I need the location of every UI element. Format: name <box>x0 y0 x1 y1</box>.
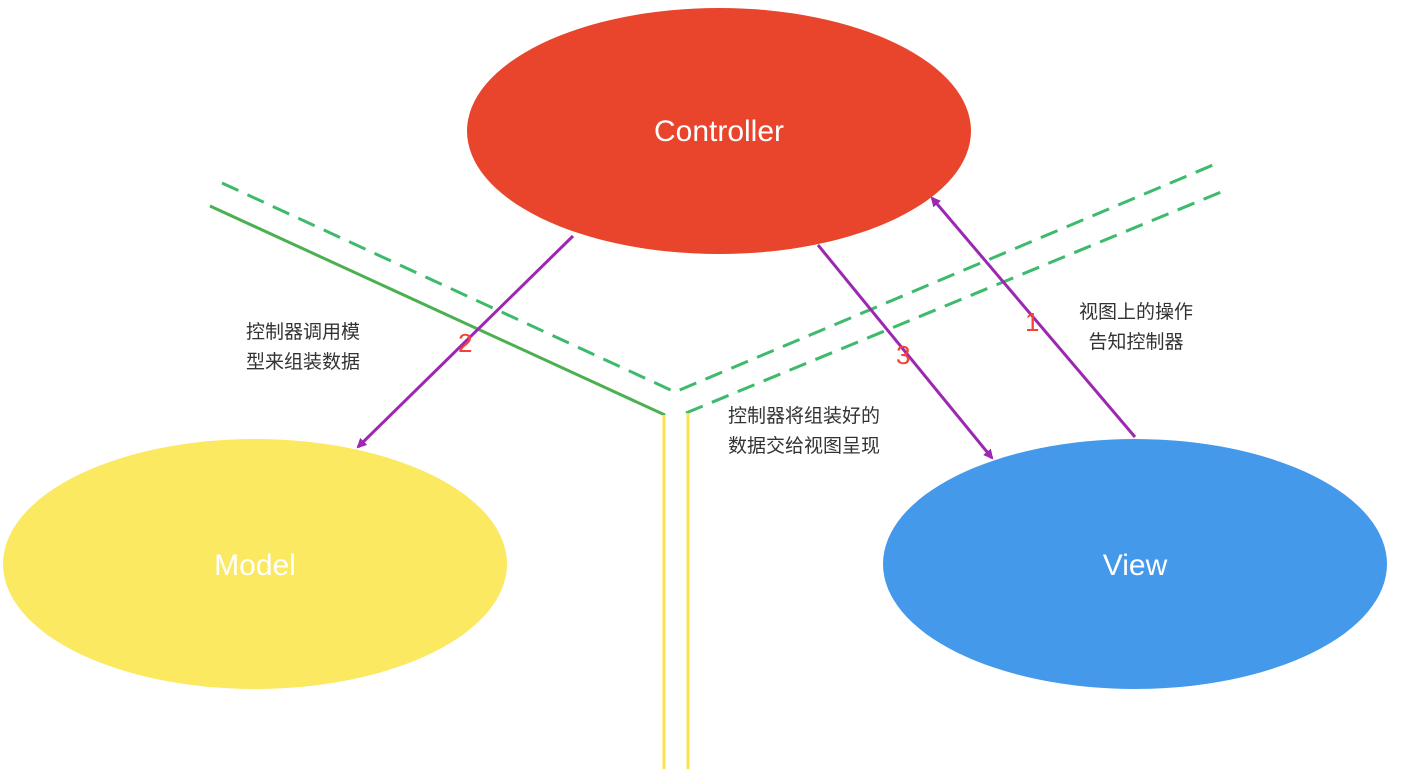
arrow-controller-to-model <box>356 234 575 449</box>
divider-solid-green <box>209 204 666 417</box>
label-line: 型来组装数据 <box>246 351 361 373</box>
model-node <box>3 439 507 689</box>
divider-dashed-green-2 <box>685 188 1227 415</box>
label-line: 数据交给视图呈现 <box>728 435 881 457</box>
controller-label: Controller <box>654 115 784 148</box>
controller-node <box>467 8 971 254</box>
label-line: 视图上的操作 <box>1078 301 1193 323</box>
view-node <box>883 439 1387 689</box>
step-number: 2 <box>458 328 473 358</box>
arrow-view-to-controller <box>930 196 1137 438</box>
label-line: 控制器将组装好的 <box>728 405 881 427</box>
label-line: 控制器调用模 <box>246 321 361 343</box>
step-number: 3 <box>896 340 911 370</box>
label-line: 告知控制器 <box>1088 331 1184 353</box>
view-label: View <box>1103 549 1168 582</box>
edge-label-view: 控制器将组装好的 数据交给视图呈现 <box>728 401 880 461</box>
arrow-controller-to-view <box>816 244 994 460</box>
model-label: Model <box>214 549 296 582</box>
step-number: 1 <box>1025 307 1040 337</box>
edge-label-model: 控制器调用模 型来组装数据 <box>246 317 360 377</box>
edge-label-controller: 视图上的操作 告知控制器 <box>1056 297 1216 357</box>
